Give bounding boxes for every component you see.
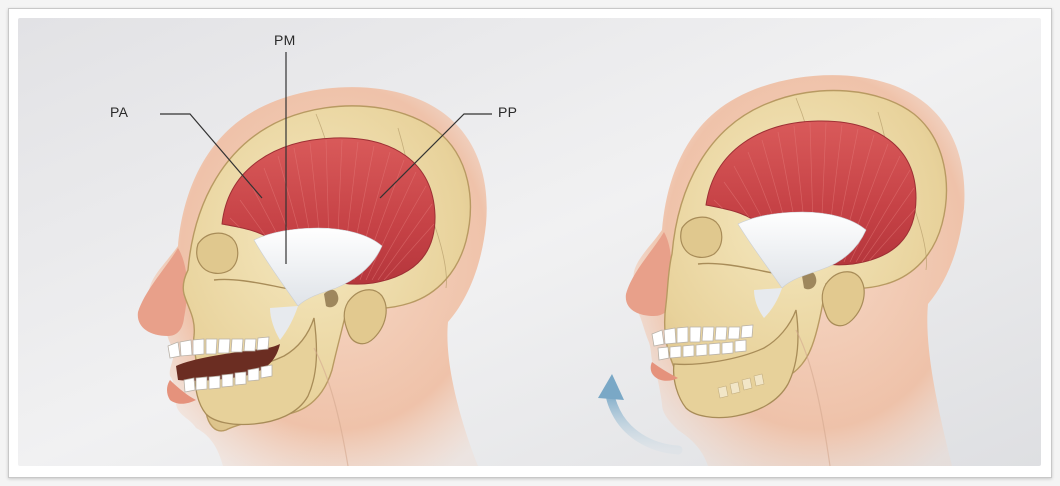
left-orbit (197, 233, 238, 273)
right-orbit (681, 217, 722, 257)
label-pm: PM (274, 32, 296, 48)
illustration-panel: PA PM PP (18, 18, 1041, 466)
illustration-svg (18, 18, 1041, 466)
label-pa: PA (110, 104, 128, 120)
label-pp: PP (498, 104, 517, 120)
